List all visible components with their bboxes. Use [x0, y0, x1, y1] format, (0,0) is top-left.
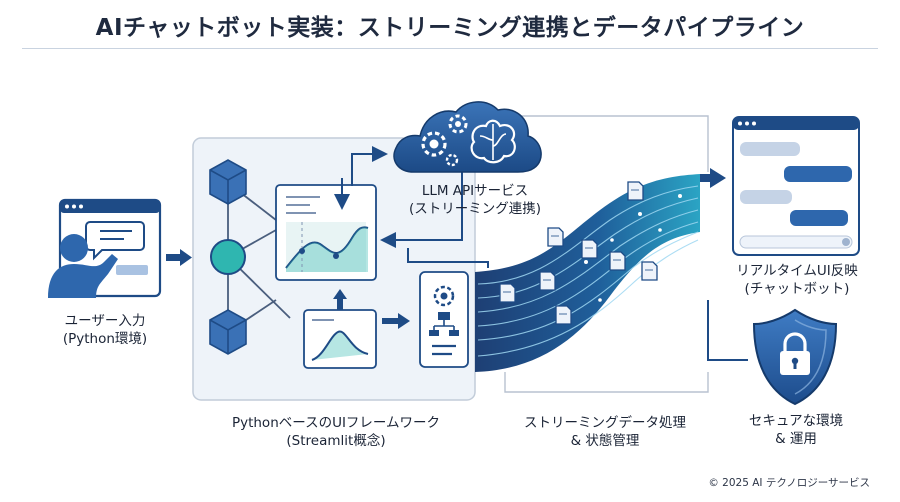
- diagram-title: AIチャットボット実装：ストリーミング連携とデータパイプライン: [95, 15, 805, 41]
- user-input-icon: [48, 198, 162, 298]
- framework-label-line2: (Streamlit概念): [286, 433, 386, 449]
- llm-api-label-line1: LLM APIサービス: [421, 183, 529, 199]
- user-input-label-line2: (Python環境): [62, 331, 148, 347]
- llm-api-label: LLM APIサービス (ストリーミング連携): [375, 182, 575, 218]
- shield-connector: [707, 300, 748, 361]
- shield-lock-icon: [752, 308, 838, 406]
- streaming-label: ストリーミングデータ処理 & 状態管理: [505, 414, 705, 450]
- streaming-flow: [475, 168, 726, 372]
- realtime-ui-label: リアルタイムUI反映 (チャットボット): [712, 262, 882, 298]
- framework-label-line1: PythonベースのUIフレームワーク: [231, 415, 441, 431]
- title-divider: [22, 48, 878, 49]
- streaming-label-line1: ストリーミングデータ処理: [524, 415, 686, 431]
- streaming-label-line2: & 状態管理: [570, 433, 640, 449]
- chat-window-icon: [732, 116, 860, 256]
- realtime-ui-label-line1: リアルタイムUI反映: [736, 263, 858, 279]
- data-document-icons: [499, 181, 658, 325]
- framework-panel: [192, 137, 476, 401]
- arrow-user-to-framework: [166, 249, 192, 266]
- framework-label: PythonベースのUIフレームワーク (Streamlit概念): [196, 414, 476, 450]
- copyright-text: © 2025 AI テクノロジーサービス: [708, 477, 870, 489]
- llm-connectors: [334, 146, 489, 268]
- security-label: セキュアな環境 & 運用: [718, 412, 874, 448]
- security-label-line2: & 運用: [775, 431, 817, 447]
- user-input-label-line1: ユーザー入力: [64, 313, 146, 329]
- realtime-ui-label-line2: (チャットボット): [744, 281, 850, 297]
- llm-api-label-line2: (ストリーミング連携): [408, 201, 542, 217]
- user-input-label: ユーザー入力 (Python環境): [30, 312, 180, 348]
- llm-cloud-icon: [393, 101, 542, 173]
- security-label-line1: セキュアな環境: [748, 413, 844, 429]
